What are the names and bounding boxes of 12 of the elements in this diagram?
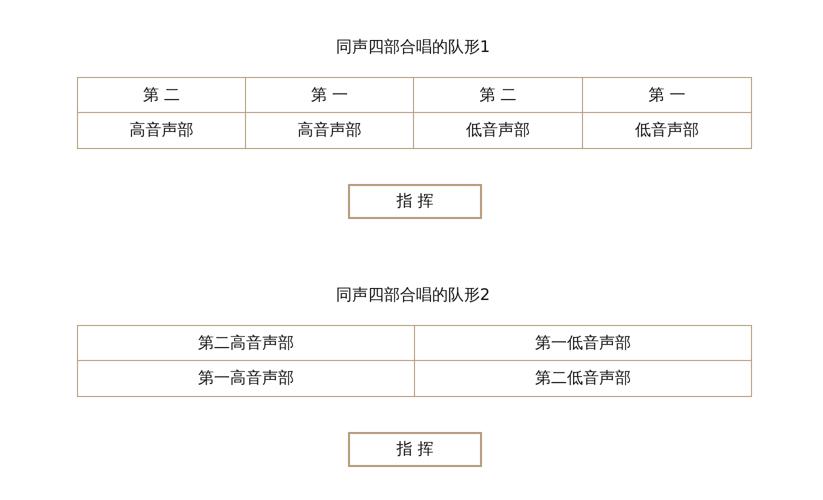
table-title: 同声四部合唱的队形1 [334, 37, 492, 58]
table-cell: 高音声部 [77, 112, 246, 149]
conductor-box: 指 挥 [348, 184, 482, 219]
table-cell: 第二低音声部 [414, 360, 752, 397]
table-cell: 第 二 [77, 77, 246, 113]
table-cell: 第二高音声部 [77, 325, 415, 361]
table-cell: 低音声部 [582, 112, 752, 149]
table-title: 同声四部合唱的队形2 [334, 285, 492, 306]
table-cell: 第一高音声部 [77, 360, 415, 397]
table-cell: 第一低音声部 [414, 325, 752, 361]
conductor-box: 指 挥 [348, 432, 482, 467]
table-cell: 第 一 [582, 77, 752, 113]
